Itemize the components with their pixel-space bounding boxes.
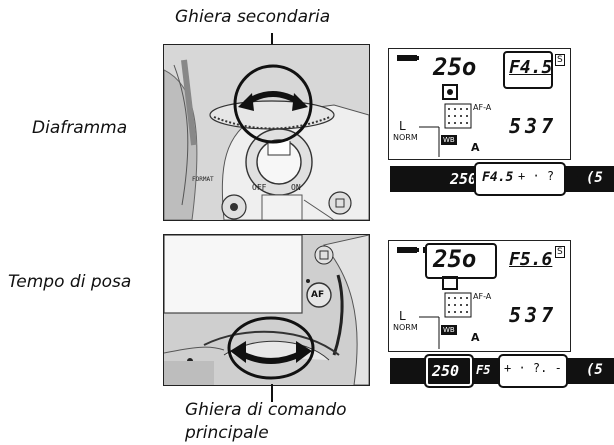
bottom-vf-aperture: F5 [476,363,491,377]
top-lcd-mode: S [555,54,565,66]
top-vf-tail: (5 [586,170,603,186]
bottom-vf-tail: (5 [586,362,603,378]
bottom-lcd-card: L [399,309,406,323]
top-lcd-card: L [399,119,406,133]
bottom-lcd-aperture: F5.6 [509,249,553,270]
top-dial-label: Ghiera secondaria [175,7,331,27]
bottom-control-panel: 25o F5.6 S L AF-A 537 NORM WB A [388,240,571,352]
bottom-lcd-frames: 537 [509,303,558,327]
top-control-panel: 25o F4.5 S L AF-A 537 NORM WB A [388,48,571,160]
svg-text:OFF: OFF [252,183,267,192]
svg-text:ON: ON [291,183,301,192]
top-lcd-wb: WB [443,136,455,144]
top-lcd-aperture-highlight [503,51,553,89]
rotate-arrow-icon [227,316,315,380]
main-dial-label-line1: Ghiera di comando [185,400,347,420]
bottom-lcd-wb-value: A [471,331,480,344]
rotate-arrow-icon [233,64,313,144]
svg-text:FORMAT: FORMAT [192,176,214,183]
bottom-lcd-shutter: 25o [433,245,477,273]
top-vf-aperture: F4.5 [482,170,514,185]
camera-top-illustration: OFF ON FORMAT [163,44,370,221]
top-lcd-af-mode: AF-A [473,103,492,112]
aperture-label: Diaframma [32,118,128,138]
top-lcd-quality: NORM [393,133,418,142]
top-lcd-frames: 537 [509,114,558,138]
top-viewfinder-strip: 250 F4.5 + · ? · - (5 [390,162,614,196]
shutter-speed-label: Tempo di posa [8,272,132,292]
camera-body-drawing: OFF ON FORMAT [164,45,369,220]
bottom-lcd-quality: NORM [393,323,418,332]
top-lcd-aperture: F4.5 [509,57,553,78]
bottom-lcd-shutter-highlight [425,243,497,279]
af-button-label: AF [311,290,325,300]
bottom-vf-shutter-highlight [424,354,474,388]
bottom-vf-shutter: 250 [432,362,460,380]
main-dial-label-line2: principale [185,423,269,443]
bottom-viewfinder-strip: 250 F5 + · ?. - (5 [390,354,614,388]
bottom-dial-pointer [271,384,273,402]
camera-bottom-illustration: AF [163,234,370,386]
bottom-lcd-mode: S [555,246,565,258]
bottom-lcd-wb: WB [443,326,455,334]
bottom-vf-exposure-scale: + · ?. - [504,361,562,375]
top-lcd-shutter: 25o [433,53,477,81]
top-lcd-wb-value: A [471,141,480,154]
top-panel-graphics [397,55,472,157]
bottom-vf-highlight [498,354,568,388]
top-vf-shutter: 250 [450,170,478,188]
top-vf-exposure-scale: + · ? · - [518,169,584,183]
bottom-lcd-af-mode: AF-A [473,292,492,301]
top-vf-highlight [474,162,566,196]
